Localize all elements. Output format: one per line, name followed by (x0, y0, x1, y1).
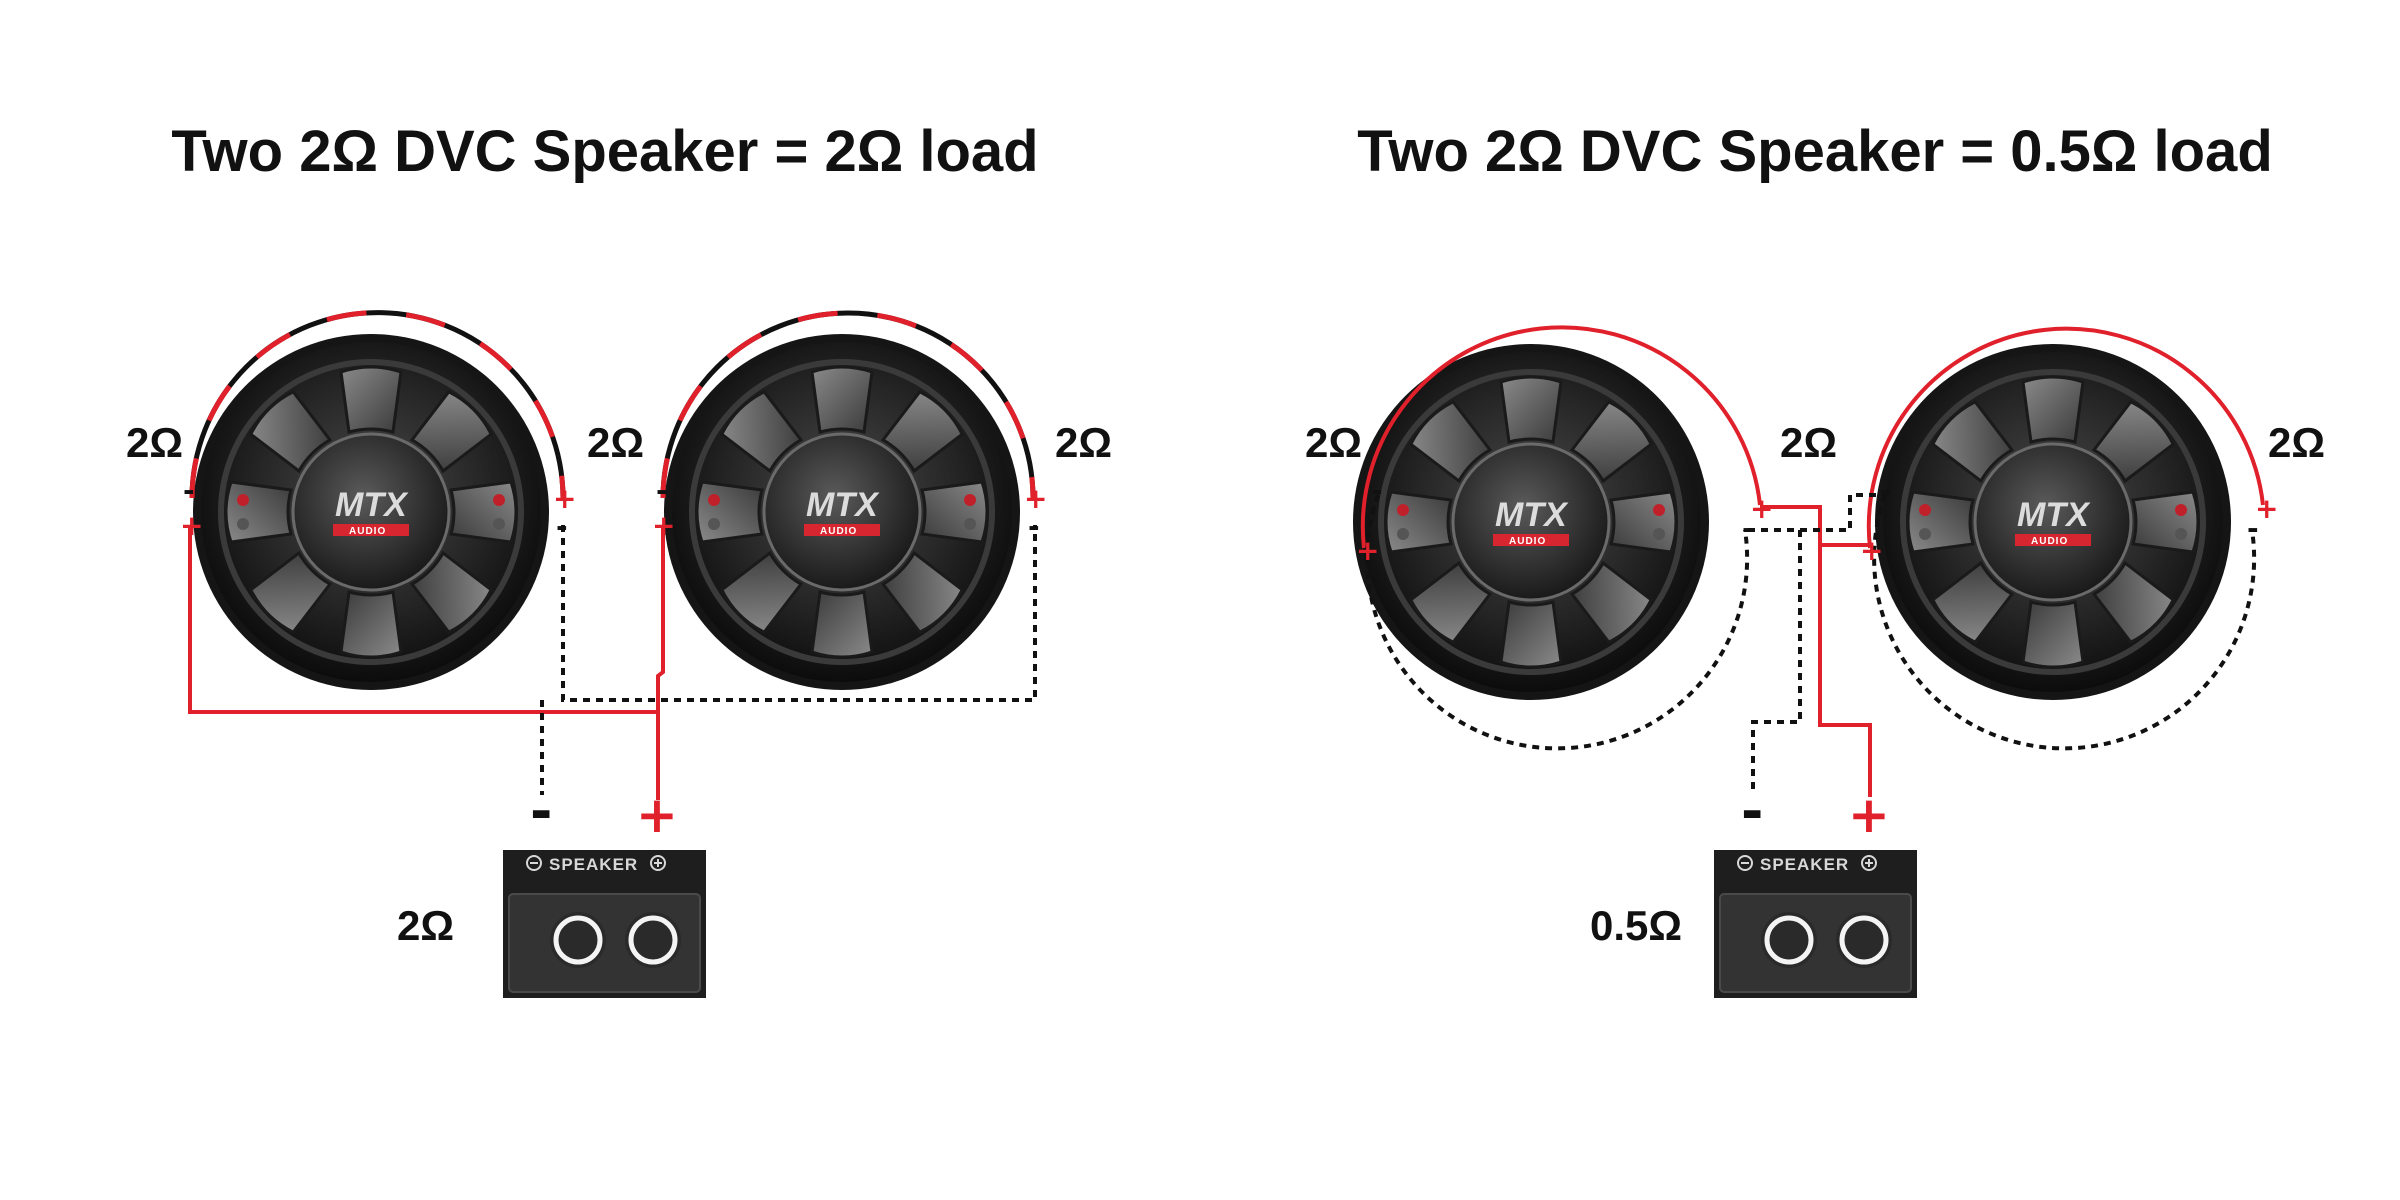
amp-minus-sign: - (1741, 780, 1763, 843)
diagram-title-parallel: Two 2Ω DVC Speaker = 0.5Ω load (1357, 119, 2273, 184)
minus-sign: - (1742, 512, 1754, 545)
mtx-logo: MTX (335, 486, 409, 524)
amp-plus-sign: + (1848, 786, 1890, 844)
series-diagram: MTX AUDIO MTX AUDIO - + + - - + + - (126, 310, 1112, 998)
minus-sign: - (656, 474, 668, 507)
positive-bridge-wire (1760, 505, 1868, 547)
plus-sign: + (1024, 482, 1047, 515)
mtx-logo: MTX (1495, 496, 1569, 534)
positive-wire-amp (1818, 545, 1872, 797)
subwoofer-3: MTX AUDIO (1353, 344, 1709, 700)
plus-sign: + (1356, 534, 1379, 567)
audio-label: AUDIO (349, 526, 386, 537)
coil-impedance-label: 2Ω (587, 419, 644, 466)
amp-load-label: 0.5Ω (1590, 902, 1682, 949)
subwoofer-4: MTX AUDIO (1875, 344, 2231, 700)
minus-sign: - (2247, 512, 2259, 545)
mtx-logo: MTX (2017, 496, 2091, 534)
coil-impedance-label: 2Ω (1305, 419, 1362, 466)
subwoofer-1: MTX AUDIO (193, 334, 549, 690)
positive-coil-jumper-2 (1866, 326, 2265, 549)
positive-wire-left (188, 525, 660, 714)
minus-sign: - (1028, 510, 1040, 543)
minus-sign: - (1371, 474, 1383, 507)
mtx-logo: MTX (806, 486, 880, 524)
amplifier-speaker-terminal: SPEAKER (1714, 850, 1917, 998)
plus-sign: + (652, 509, 675, 542)
negative-coil-jumper-1 (1365, 494, 1750, 751)
amp-load-label: 2Ω (397, 902, 454, 949)
parallel-diagram: MTX AUDIO MTX AUDIO - + + - - + + - 2Ω (1305, 325, 2325, 998)
audio-label: AUDIO (820, 526, 857, 537)
audio-label: AUDIO (2031, 536, 2068, 547)
plus-sign: + (180, 509, 203, 542)
negative-wire-right (561, 525, 1037, 702)
minus-sign: - (1880, 474, 1892, 507)
subwoofer-2: MTX AUDIO (664, 334, 1020, 690)
coil-impedance-label: 2Ω (126, 419, 183, 466)
speaker-terminal-label: SPEAKER (549, 855, 638, 874)
positive-coil-jumper-1 (1360, 325, 1762, 549)
plus-sign: + (1860, 534, 1883, 567)
plus-sign: + (553, 482, 576, 515)
amplifier-speaker-terminal: SPEAKER (503, 850, 706, 998)
negative-coil-jumper-2 (1872, 494, 2257, 751)
amp-minus-sign: - (530, 780, 552, 843)
plus-sign: + (2255, 492, 2278, 525)
minus-sign: - (183, 474, 195, 507)
plus-sign: + (1750, 492, 1773, 525)
positive-wire-center (656, 525, 665, 800)
audio-label: AUDIO (1509, 536, 1546, 547)
negative-wire-amp (1748, 528, 1802, 795)
diagram-title-series: Two 2Ω DVC Speaker = 2Ω load (171, 119, 1039, 184)
coil-impedance-label: 2Ω (1780, 419, 1837, 466)
coil-jumper-wire-2-red (660, 310, 1036, 499)
coil-impedance-label: 2Ω (2268, 419, 2325, 466)
coil-jumper-wire-1-red (189, 310, 566, 499)
coil-impedance-label: 2Ω (1055, 419, 1112, 466)
amp-plus-sign: + (636, 786, 678, 844)
negative-bridge-wire (1800, 493, 1890, 532)
minus-sign: - (556, 510, 568, 543)
speaker-terminal-label: SPEAKER (1760, 855, 1849, 874)
